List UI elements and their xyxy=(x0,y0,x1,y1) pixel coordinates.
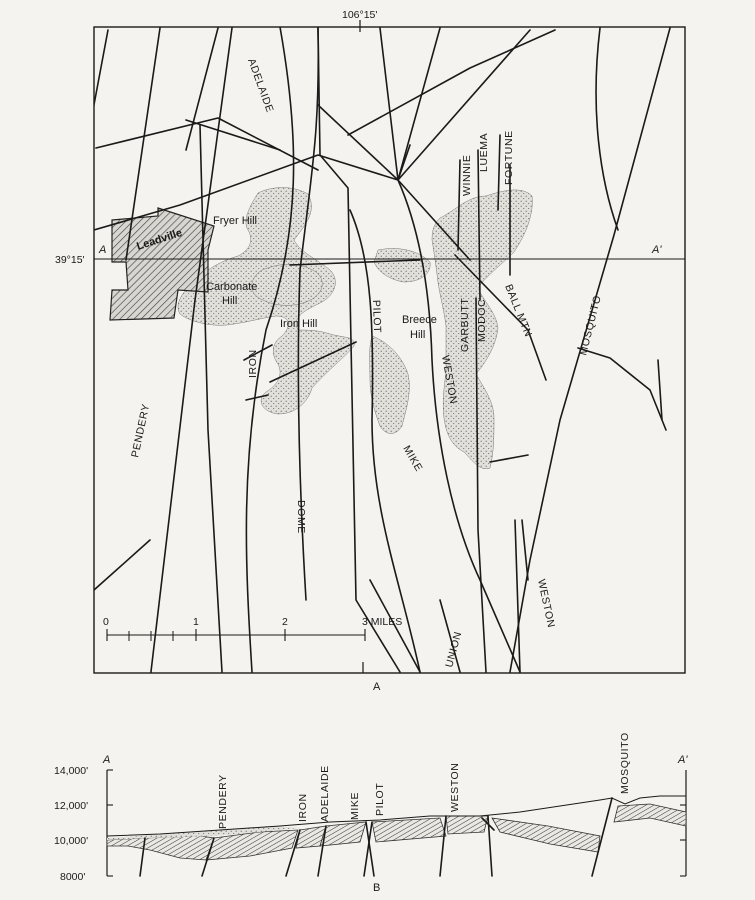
fault-label-pendery: PENDERY xyxy=(129,403,152,459)
bed-mike xyxy=(319,821,367,847)
panel-caption-b: B xyxy=(373,882,380,894)
fault-label-luema: LUEMA xyxy=(478,133,490,172)
elevation-10000: 10,000' xyxy=(54,835,88,847)
fault-label-ball-mtn: BALL MTN xyxy=(502,283,534,339)
elevation-12000: 12,000' xyxy=(54,800,88,812)
bed-west xyxy=(106,835,215,861)
map-frame xyxy=(93,26,686,674)
latitude-label: 39°15' xyxy=(55,254,85,266)
scale-tick-0: 0 xyxy=(103,616,109,628)
section-label-pilot: PILOT xyxy=(374,783,386,816)
cross-section-panel: 14,000' 12,000' 10,000' 8000' A A' xyxy=(54,732,688,894)
fault-label-modoc: MODOC xyxy=(476,299,488,342)
fault-label-pilot: PILOT xyxy=(370,300,383,334)
longitude-label: 106°15' xyxy=(342,9,377,21)
ore-zone-carbonate xyxy=(251,264,323,306)
section-label-mike: MIKE xyxy=(349,792,361,820)
section-start-label: A xyxy=(102,754,110,766)
place-breece-hill-1: Breece xyxy=(402,314,437,326)
ground-surface xyxy=(106,795,686,837)
section-label-a: A xyxy=(98,244,106,256)
ore-zone-center xyxy=(373,248,431,283)
bed-pilot xyxy=(371,817,447,843)
ore-zone-mike xyxy=(369,335,410,434)
section-faults xyxy=(139,797,613,877)
fault-label-union: UNION xyxy=(443,630,464,669)
panel-caption-a: A xyxy=(373,681,381,693)
leadville-town xyxy=(109,207,215,321)
fault-label-weston-south: WESTON xyxy=(535,578,557,629)
ore-zone-east xyxy=(431,189,533,470)
place-breece-hill-2: Hill xyxy=(410,329,425,341)
section-label-weston: WESTON xyxy=(449,763,461,813)
scale-bar: 0 1 2 3 MILES xyxy=(103,616,402,641)
place-fryer-hill: Fryer Hill xyxy=(213,215,257,227)
map-panel: A A' 39°15' 106°15' Leadville Fryer Hill… xyxy=(55,9,686,693)
fault-label-iron: IRON xyxy=(247,349,259,378)
section-label-a-prime: A' xyxy=(651,244,662,256)
scale-tick-1: 1 xyxy=(193,616,199,628)
fault-label-mike: MIKE xyxy=(400,444,424,474)
fault-label-dome: DOME xyxy=(295,500,307,534)
bed-mosquito xyxy=(613,803,687,827)
fault-label-fortune: FORTUNE xyxy=(503,130,515,185)
elevation-8000: 8000' xyxy=(60,871,85,883)
fault-label-garbutt: GARBUTT xyxy=(459,298,471,352)
section-label-mosquito: MOSQUITO xyxy=(619,732,631,794)
place-carbonate-hill-2: Hill xyxy=(222,295,237,307)
fault-label-mosquito: MOSQUITO xyxy=(577,294,604,357)
section-label-adelaide: ADELAIDE xyxy=(319,765,331,822)
fault-lines xyxy=(94,27,671,673)
bed-east xyxy=(491,817,601,853)
section-end-label: A' xyxy=(677,754,688,766)
place-iron-hill: Iron Hill xyxy=(280,318,317,330)
stippled-cover xyxy=(107,826,300,840)
section-label-iron: IRON xyxy=(297,793,309,822)
elevation-14000: 14,000' xyxy=(54,765,88,777)
section-label-pendery: PENDERY xyxy=(217,774,229,829)
fault-label-winnie: WINNIE xyxy=(461,154,473,196)
scale-tick-3: 3 MILES xyxy=(362,616,402,628)
fault-label-adelaide: ADELAIDE xyxy=(245,57,276,114)
place-carbonate-hill-1: Carbonate xyxy=(206,281,257,293)
scale-tick-2: 2 xyxy=(282,616,288,628)
